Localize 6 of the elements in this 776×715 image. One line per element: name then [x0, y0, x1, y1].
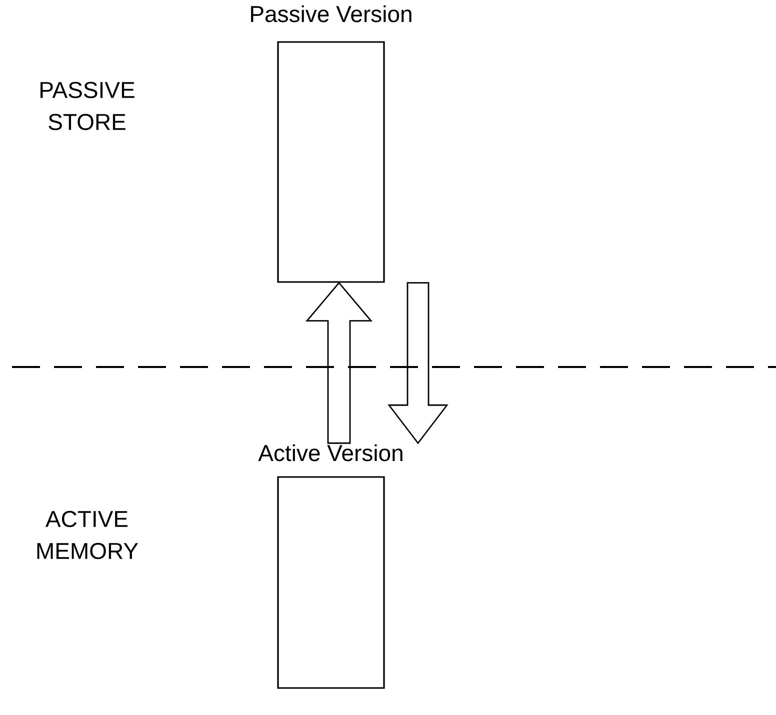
hollow-arrow	[306, 282, 372, 444]
region-label: ACTIVE MEMORY	[37, 510, 138, 560]
region-label: PASSIVE STORE	[40, 82, 134, 130]
hollow-arrow	[388, 282, 448, 444]
box-heading: Active Version	[258, 444, 402, 462]
box-heading: Passive Version	[251, 5, 412, 22]
